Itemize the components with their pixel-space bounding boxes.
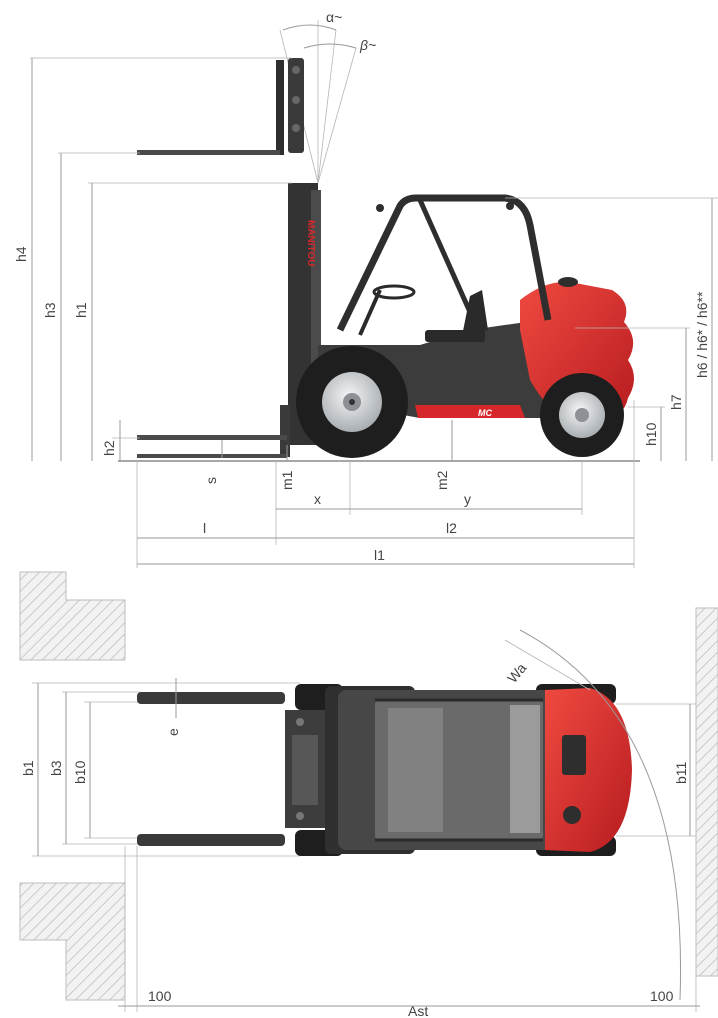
height-dimensions-right [505, 197, 718, 461]
h10-label: h10 [643, 422, 659, 446]
width-dimension-right [616, 703, 696, 837]
l1-label: l1 [374, 547, 385, 563]
wa-label: Wa [504, 660, 530, 686]
width-dimensions-left [32, 682, 300, 857]
rack-hatch-top-left [19, 571, 126, 661]
side-view: α~ β~ MANITOU MC [13, 9, 718, 568]
b1-label: b1 [20, 760, 36, 776]
rack-hatch-bottom-left [19, 882, 126, 1001]
raised-fork-carriage [137, 58, 304, 155]
ast-label: Ast [408, 1003, 428, 1018]
clearance-right-label: 100 [650, 988, 674, 1004]
turning-radius [504, 629, 682, 1001]
ast-dimension [118, 846, 700, 1012]
b3-label: b3 [48, 760, 64, 776]
m2-label: m2 [434, 470, 450, 490]
height-dimensions-left [30, 57, 292, 461]
y-label: y [464, 491, 471, 507]
h3-label: h3 [42, 302, 58, 318]
aisle-wall-right [695, 607, 718, 977]
s-label: s [203, 477, 219, 484]
carriage-top [285, 710, 325, 828]
lowered-forks [137, 405, 290, 458]
h2-label: h2 [101, 440, 117, 456]
h1-label: h1 [73, 302, 89, 318]
m1-label: m1 [279, 470, 295, 490]
l-label: l [203, 520, 206, 536]
body-top [325, 686, 632, 854]
b11-label: b11 [673, 761, 689, 784]
h7-label: h7 [668, 394, 684, 410]
h4-label: h4 [13, 246, 29, 262]
l2-label: l2 [446, 520, 457, 536]
rear-wheel [540, 373, 624, 457]
mast-brand: MANITOU [305, 220, 316, 266]
front-wheel [296, 346, 408, 458]
forks-top [137, 692, 285, 846]
e-label: e [165, 728, 181, 736]
alpha-label: α~ [326, 9, 342, 25]
beta-label: β~ [359, 37, 376, 53]
b10-label: b10 [72, 760, 88, 784]
rear-badge: MC [478, 408, 492, 418]
h6-label: h6 / h6* / h6** [694, 291, 710, 378]
length-dimensions [136, 400, 635, 568]
top-view: b1 b3 b10 e [19, 571, 718, 1018]
clearance-left-label: 100 [148, 988, 172, 1004]
x-label: x [314, 491, 321, 507]
tilt-angle-guides [279, 20, 357, 184]
